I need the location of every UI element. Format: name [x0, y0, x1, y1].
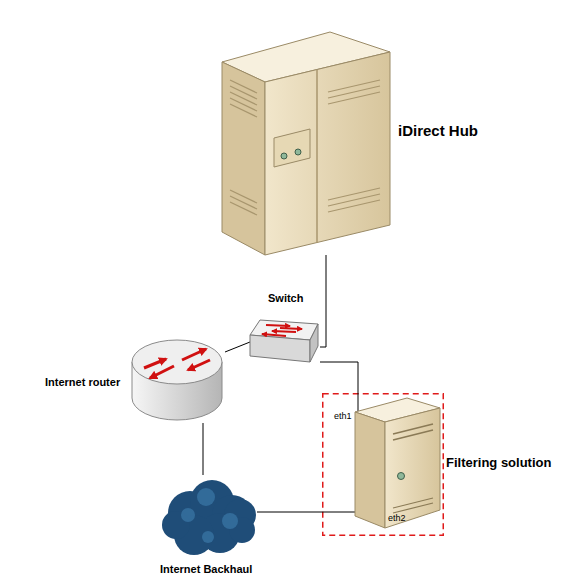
cloud-highlight — [202, 531, 214, 543]
network-link — [320, 255, 326, 347]
filter-server — [355, 398, 440, 528]
server-front — [385, 408, 440, 528]
internet-router: Internet router — [130, 338, 225, 423]
switch-side — [310, 324, 318, 362]
cloud-art — [160, 475, 257, 560]
network-link — [257, 512, 322, 513]
front-vents — [328, 80, 380, 212]
node-title: Filtering solution — [446, 456, 551, 471]
vent-line — [393, 498, 433, 508]
router-top — [132, 340, 222, 384]
server-side — [222, 62, 265, 255]
switch-arrow — [266, 325, 290, 326]
cloud-highlights — [181, 488, 238, 543]
node-title: Internet router — [45, 376, 120, 389]
switch-arrow — [280, 328, 302, 329]
dashed-frame — [323, 394, 444, 536]
cloud-shape — [162, 480, 256, 555]
drive-slot — [393, 430, 433, 440]
vent-line — [230, 196, 257, 209]
panel-divider — [316, 70, 318, 243]
node-title: Internet Backhaul — [160, 563, 252, 576]
router-arrow — [144, 359, 166, 368]
hub-server-art — [222, 30, 390, 255]
status-led — [281, 153, 287, 159]
vent-line — [328, 188, 380, 200]
vent-line — [230, 98, 257, 111]
drive-slot — [393, 424, 433, 434]
network-link — [203, 423, 204, 475]
server-front — [265, 52, 390, 255]
network-switch: Switch — [250, 318, 320, 370]
router-arrow — [150, 366, 174, 378]
vent-line — [230, 104, 257, 117]
router-art — [130, 338, 225, 423]
server-side — [355, 412, 385, 528]
switch-front — [250, 335, 310, 362]
port-label: eth1 — [334, 412, 352, 422]
vent-line — [230, 190, 257, 203]
vent-line — [328, 200, 380, 212]
vent-line — [393, 503, 433, 513]
switch-arrow — [262, 334, 286, 336]
switch-arrow — [272, 331, 296, 332]
drive-bay — [274, 129, 310, 167]
cloud-highlight — [222, 513, 238, 529]
vent-line — [230, 86, 257, 99]
side-vents — [230, 80, 257, 215]
internet-cloud: Internet Backhaul — [160, 475, 257, 560]
node-title: iDirect Hub — [398, 122, 478, 139]
status-led — [398, 473, 405, 480]
status-led — [295, 149, 301, 155]
cloud-highlight — [181, 508, 195, 522]
hub-server: iDirect Hub — [222, 30, 390, 255]
cloud-highlight — [197, 488, 215, 506]
vent-line — [328, 194, 380, 206]
vent-line — [328, 86, 380, 98]
vent-line — [230, 80, 257, 93]
eth1-wire — [358, 393, 359, 412]
vent-line — [328, 80, 380, 92]
network-link — [320, 362, 358, 393]
switch-art — [250, 318, 320, 370]
filtering-group: Filtering solutioneth1eth2 — [322, 393, 444, 536]
vent-line — [328, 92, 380, 104]
network-link — [225, 342, 250, 352]
vent-line — [230, 92, 257, 105]
router-arrow — [182, 349, 206, 360]
vent-line — [230, 202, 257, 215]
router-arrow — [188, 360, 210, 370]
port-label: eth2 — [388, 514, 406, 524]
node-title: Switch — [268, 292, 303, 305]
